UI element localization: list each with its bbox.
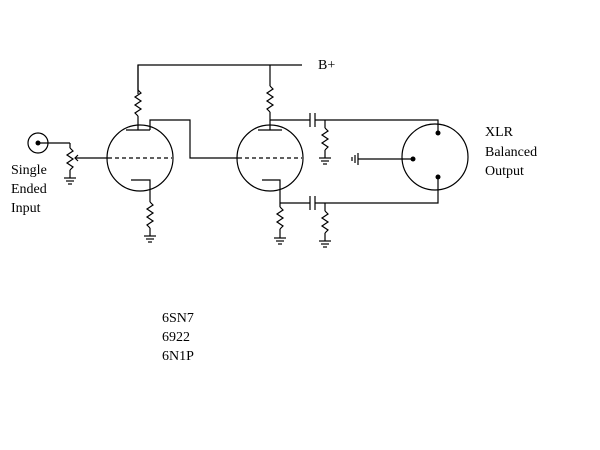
interstage-coupling — [149, 119, 238, 159]
tube2-cathode-output — [274, 177, 439, 248]
input-potentiometer — [64, 143, 108, 185]
output-label-line-1: XLR — [485, 125, 513, 140]
input-label-line-3: Input — [11, 201, 41, 216]
bplus-label: B+ — [318, 58, 336, 73]
output-label-line-2: Balanced — [485, 145, 538, 160]
tube-1 — [106, 124, 174, 192]
tube-type-1: 6SN7 — [162, 311, 194, 326]
tube2-plate-output — [270, 113, 439, 165]
input-label-line-1: Single — [11, 163, 47, 178]
tube1-plate-resistor — [133, 65, 143, 130]
tube2-plate-resistor — [265, 65, 275, 130]
tube-type-2: 6922 — [162, 330, 190, 345]
output-label-line-3: Output — [485, 164, 524, 179]
tube-type-3: 6N1P — [162, 349, 194, 364]
tube1-cathode-resistor — [144, 190, 156, 243]
bplus-rail — [137, 64, 302, 94]
input-jack — [27, 132, 70, 154]
input-label-line-2: Ended — [11, 182, 47, 197]
tube-2 — [236, 124, 304, 192]
xlr-connector — [351, 123, 469, 191]
